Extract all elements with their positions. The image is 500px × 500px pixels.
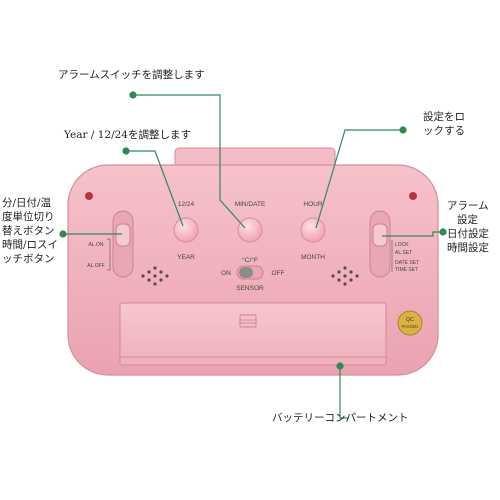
qc-text-1: QC [406, 317, 414, 323]
callout-battery: バッテリーコンパートメント [272, 412, 409, 424]
label-al-on: AL.ON [88, 242, 103, 248]
label-off: OFF [272, 270, 285, 277]
battery-cover[interactable] [119, 302, 387, 366]
callout-left-line: 替えボタン [2, 225, 55, 237]
battery-cover-latch [239, 314, 257, 328]
label-al-off: AL.OFF [87, 263, 105, 269]
label-lock: LOCK [395, 242, 409, 248]
callout-left-line: 度単位切り [2, 211, 55, 223]
callout-right-settings: アラーム 設定 日付設定 時間設定 [447, 199, 489, 255]
button-hour[interactable] [300, 217, 326, 243]
label-time-set: TIME SET [395, 267, 418, 273]
callout-left-line: 時間/ロスイ [2, 239, 59, 251]
screw-left [85, 192, 93, 200]
callout-left-buttons: 分/日付/温 度単位切り 替えボタン 時間/ロスイ ッチボタン [2, 196, 58, 266]
callout-alarm-switch: アラームスイッチを調整します [58, 69, 205, 81]
label-hour: HOUR [303, 201, 322, 208]
alarm-bracket [107, 238, 111, 271]
label-min-date: MIN/DATE [235, 201, 266, 208]
callout-right-line: 時間設定 [447, 242, 489, 254]
callout-right-line: 設定 [457, 214, 478, 226]
qc-sticker [397, 310, 423, 336]
callout-left-line: ッチボタン [2, 253, 55, 265]
callout-settings-lock: 設定をロ ックする [423, 110, 465, 138]
button-min-date[interactable] [237, 217, 263, 243]
callout-lines [59, 91, 447, 419]
label-12-24: 12/24 [178, 201, 195, 208]
label-on: ON [221, 270, 231, 277]
alarm-slider-knob[interactable] [115, 223, 131, 247]
callout-right-line: 日付設定 [447, 228, 489, 240]
speaker-left [141, 266, 169, 286]
label-month: MONTH [301, 254, 325, 261]
callout-left-line: 分/日付/温 [2, 197, 52, 209]
mode-slider-knob[interactable] [372, 223, 388, 247]
label-unit: °C/°F [242, 256, 258, 264]
callout-settings-lock-2: ックする [423, 125, 465, 137]
callout-year-1224: Year / 12/24を調整します [64, 129, 191, 141]
button-12-24[interactable] [173, 217, 199, 243]
label-year: YEAR [177, 254, 195, 261]
screw-right [409, 192, 417, 200]
callout-settings-lock-1: 設定をロ [423, 111, 465, 123]
qc-text-2: PASSED [402, 324, 419, 329]
label-al-set: AL.SET [395, 250, 412, 256]
callout-right-line: アラーム [447, 200, 489, 212]
label-sensor: SENSOR [236, 285, 264, 292]
label-date-set: DATE SET [395, 260, 419, 266]
sensor-switch-knob[interactable] [239, 267, 253, 278]
speaker-right [331, 266, 359, 286]
